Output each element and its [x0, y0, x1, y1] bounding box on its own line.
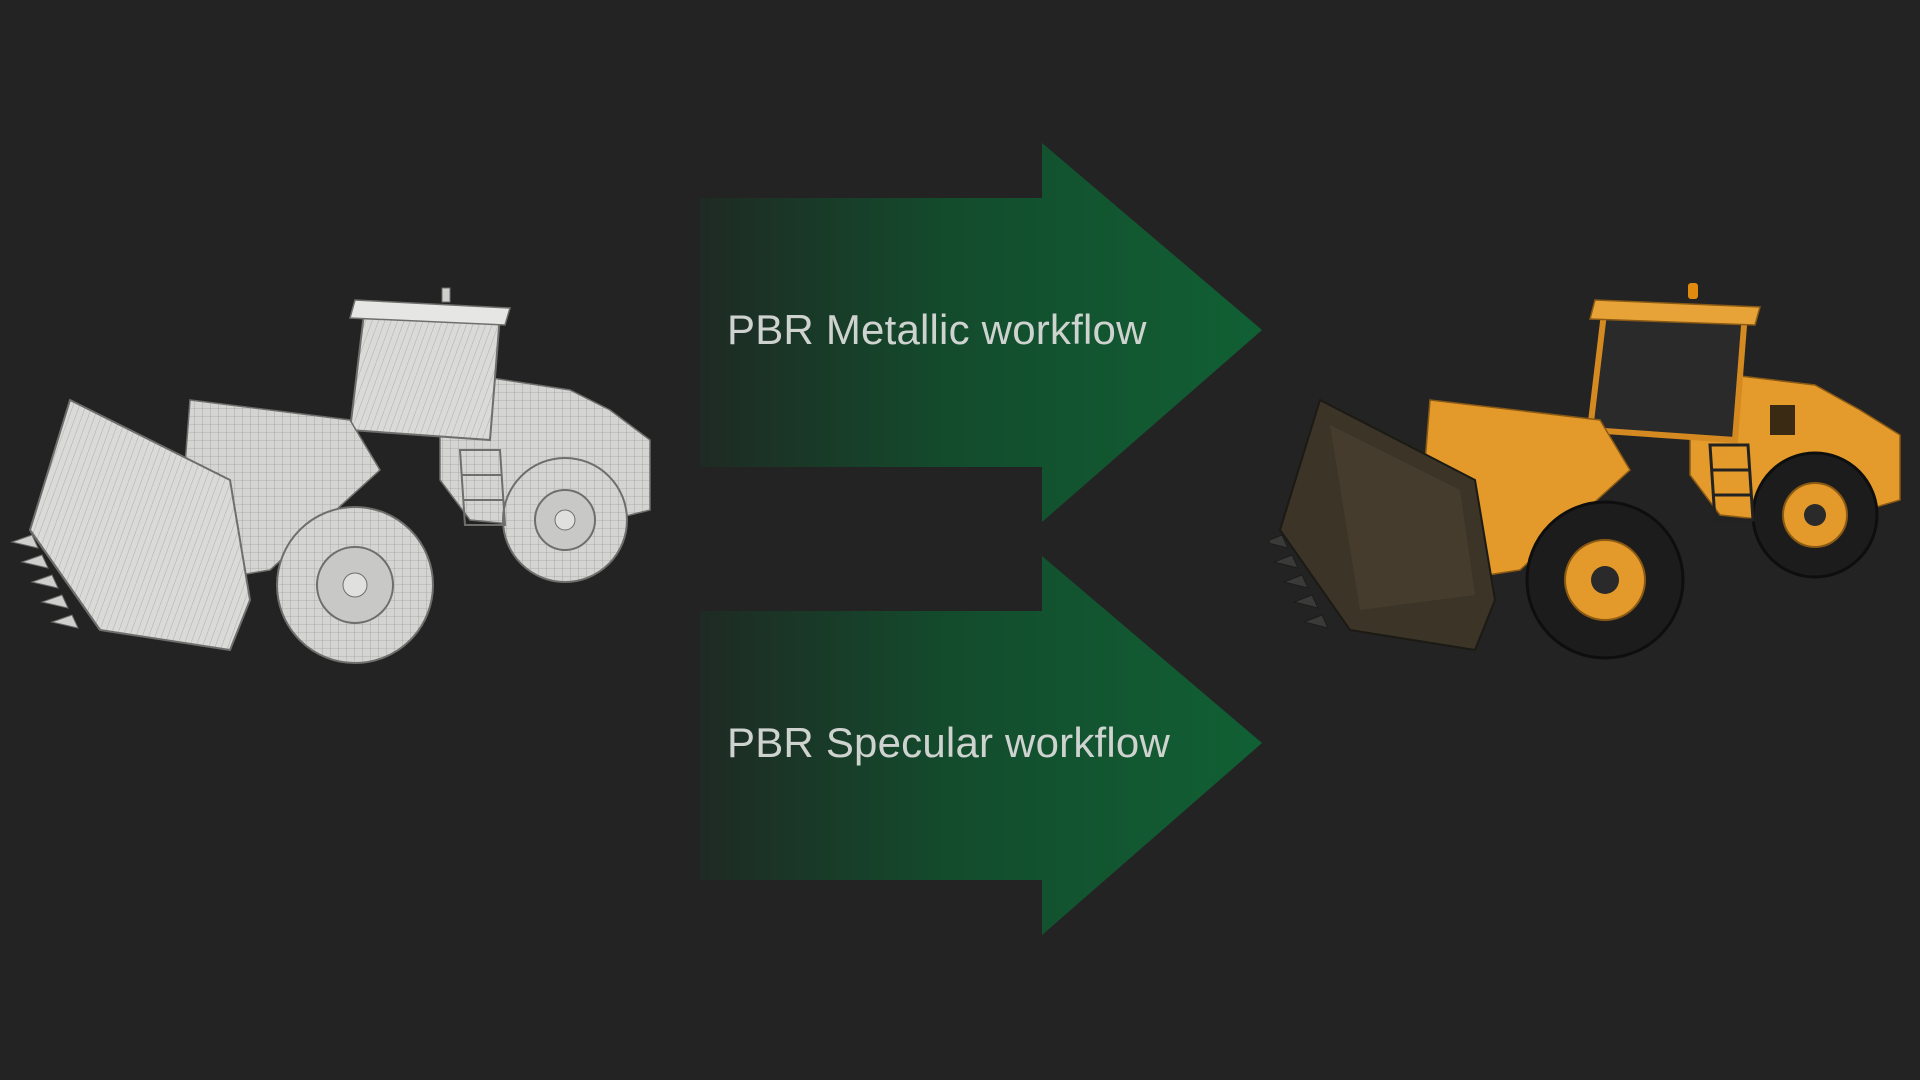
textured-loader-icon — [1270, 283, 1901, 660]
right-arrow-icon — [700, 143, 1262, 522]
specular-workflow-label: PBR Specular workflow — [727, 719, 1171, 766]
specular-workflow-arrow: PBR Specular workflow — [700, 553, 1270, 938]
metallic-workflow-label: PBR Metallic workflow — [727, 306, 1147, 353]
right-arrow-icon — [700, 556, 1262, 935]
metallic-workflow-arrow: PBR Metallic workflow — [700, 140, 1270, 525]
wireframe-loader-icon — [10, 287, 651, 664]
